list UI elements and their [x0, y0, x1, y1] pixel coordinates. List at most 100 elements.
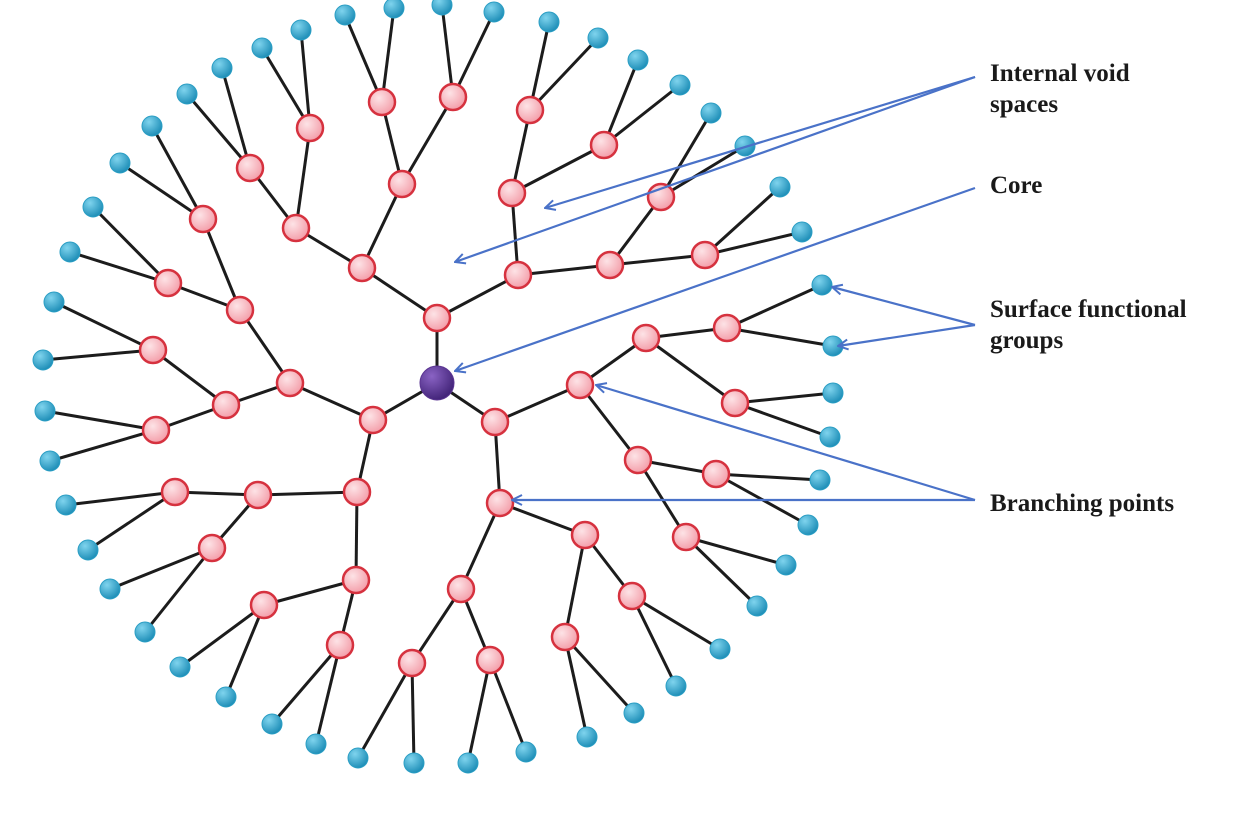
bond-line — [42, 348, 154, 362]
branching-point-node — [281, 213, 311, 243]
surface-group-node — [176, 83, 198, 105]
branching-point-node — [249, 590, 279, 620]
bond-line — [440, 4, 455, 98]
bond-line — [44, 409, 157, 432]
bond-line — [410, 662, 416, 764]
bond-line — [119, 161, 204, 221]
bond-line — [263, 578, 357, 607]
bond-line — [726, 326, 834, 348]
bond-line — [179, 603, 265, 669]
surface-group-node — [665, 675, 687, 697]
bond-line — [684, 535, 759, 608]
branching-point-node — [387, 169, 417, 199]
bond-line — [270, 644, 342, 725]
bond-line — [494, 383, 581, 424]
branching-point-node — [243, 480, 273, 510]
bond-line — [528, 36, 600, 112]
surface-group-node — [55, 494, 77, 516]
label-core-text: Core — [990, 172, 1043, 199]
surface-group-node — [77, 539, 99, 561]
branching-point-node — [497, 178, 527, 208]
bond-line — [361, 266, 438, 320]
surface-group-node — [290, 19, 312, 41]
bond-line — [704, 230, 803, 257]
branching-point-node — [295, 113, 325, 143]
bond-line — [631, 594, 721, 651]
branching-point-node — [160, 477, 190, 507]
bond-line — [360, 183, 404, 269]
bond-line — [563, 635, 636, 715]
branching-point-node — [595, 250, 625, 280]
branching-point-node — [623, 445, 653, 475]
arrow-internal-void-2 — [455, 75, 976, 262]
branching-point-node — [341, 565, 371, 595]
surface-group-node — [431, 0, 453, 16]
label-surface-line1: Surface functional — [990, 296, 1187, 323]
surface-group-node — [627, 49, 649, 71]
surface-group-node — [587, 27, 609, 49]
bond-line — [400, 96, 455, 185]
surface-group-node — [809, 469, 831, 491]
bond-line — [603, 83, 681, 147]
callout-arrows — [455, 75, 976, 500]
branching-point-node — [235, 153, 265, 183]
branching-point-node — [617, 581, 647, 611]
surface-group-node — [822, 382, 844, 404]
bond-line — [602, 59, 640, 146]
bond-line — [734, 391, 834, 405]
label-internal-void-spaces: Internal void spaces — [990, 58, 1130, 120]
bond-line — [659, 112, 713, 198]
bond-line — [257, 490, 358, 497]
bond-line — [630, 595, 678, 687]
surface-group-node — [261, 713, 283, 735]
bond-line — [201, 218, 242, 311]
bond-line — [436, 273, 519, 320]
bond-line — [224, 604, 266, 698]
surface-group-node — [305, 733, 327, 755]
bond-line — [143, 547, 214, 633]
bond-line — [511, 143, 605, 195]
surface-group-node — [623, 702, 645, 724]
surface-group-node — [576, 726, 598, 748]
bond-line — [354, 491, 359, 581]
surface-group-node — [383, 0, 405, 19]
bond-line — [528, 21, 551, 111]
branching-point-node — [153, 268, 183, 298]
bond-line — [109, 546, 213, 591]
bond-line — [636, 459, 688, 538]
bond-line — [53, 300, 154, 352]
bond-line — [499, 501, 586, 537]
surface-group-node — [34, 400, 56, 422]
bond-line — [260, 47, 312, 129]
bond-line — [343, 14, 384, 103]
bond-line — [563, 534, 587, 638]
surface-group-node — [215, 686, 237, 708]
branching-point-node — [438, 82, 468, 112]
branching-point-node — [475, 645, 505, 675]
bond-line — [645, 336, 736, 405]
branching-point-node — [188, 204, 218, 234]
branching-point-node — [367, 87, 397, 117]
bond-line — [314, 644, 342, 745]
branching-point-node — [550, 622, 580, 652]
bond-line — [578, 384, 640, 461]
bond-line — [289, 381, 374, 422]
surface-group-node — [59, 241, 81, 263]
node-layer — [32, 0, 844, 774]
bond-line — [517, 263, 611, 277]
surface-group-node — [347, 747, 369, 769]
bond-line — [299, 29, 312, 129]
bond-line — [459, 502, 502, 590]
bond-line — [49, 428, 157, 463]
surface-group-node — [791, 221, 813, 243]
branching-point-node — [342, 477, 372, 507]
bond-line — [609, 253, 706, 267]
surface-group-node — [43, 291, 65, 313]
bond-line — [563, 636, 589, 738]
bond-line — [87, 490, 176, 552]
label-internal-void-line1: Internal void — [990, 60, 1130, 87]
branching-point-node — [565, 370, 595, 400]
surface-group-node — [32, 349, 54, 371]
